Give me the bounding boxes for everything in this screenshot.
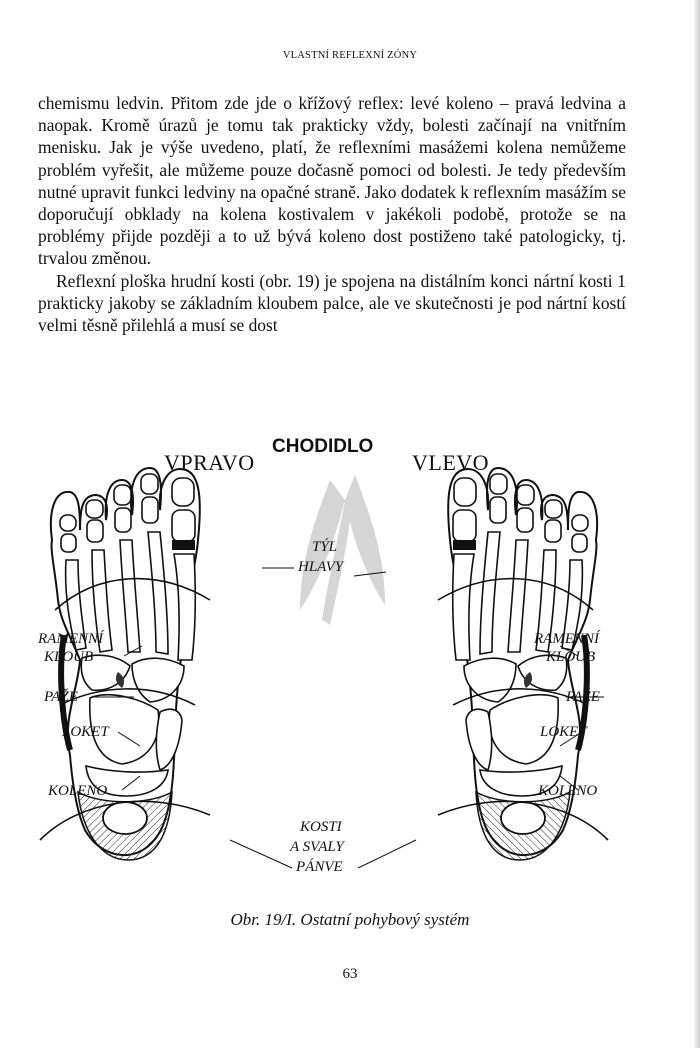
label-pelvis-2: A SVALY: [290, 839, 344, 855]
page-number: 63: [342, 966, 358, 982]
page-edge: [694, 0, 700, 1048]
label-left-arm: PAŽE: [566, 689, 600, 705]
label-occiput-1: TÝL: [312, 539, 338, 555]
label-right-shoulder-2: KLOUB: [44, 649, 94, 665]
label-right-arm: PAŽE: [44, 689, 78, 705]
label-right-shoulder-1: RAMENNÍ: [38, 631, 103, 647]
label-right-elbow: LOKET: [62, 724, 109, 740]
label-leaders: [92, 567, 604, 869]
watermark-logo: [300, 475, 385, 625]
label-left-shoulder-1: RAMENNÍ: [534, 631, 599, 647]
label-left-shoulder-2: KLOUB: [546, 649, 596, 665]
right-side-title: VPRAVO: [164, 450, 255, 475]
label-pelvis-3: PÁNVE: [296, 859, 343, 875]
running-head: VLASTNÍ REFLEXNÍ ZÓNY: [282, 50, 418, 61]
label-left-elbow: LOKET: [540, 724, 587, 740]
foot-diagram: [0, 420, 700, 869]
foot-reflexology-figure: VPRAVO VLEVO CHODIDLO RAMENNÍ KLOUB PAŽE…: [0, 420, 700, 900]
paragraph-1: chemismu ledvin. Přitom zde jde o křížov…: [38, 93, 626, 269]
body-text: chemismu ledvin. Přitom zde jde o křížov…: [38, 92, 626, 336]
label-left-knee: KOLENO: [538, 783, 598, 799]
paragraph-2: Reflexní ploška hrudní kosti (obr. 19) j…: [38, 270, 626, 336]
label-right-knee: KOLENO: [48, 783, 108, 799]
figure-title: CHODIDLO: [272, 436, 374, 457]
left-side-title: VLEVO: [412, 450, 490, 475]
figure-caption: Obr. 19/I. Ostatní pohybový systém: [230, 910, 470, 929]
label-occiput-2: HLAVY: [298, 559, 344, 575]
label-pelvis-1: KOSTI: [300, 819, 342, 835]
